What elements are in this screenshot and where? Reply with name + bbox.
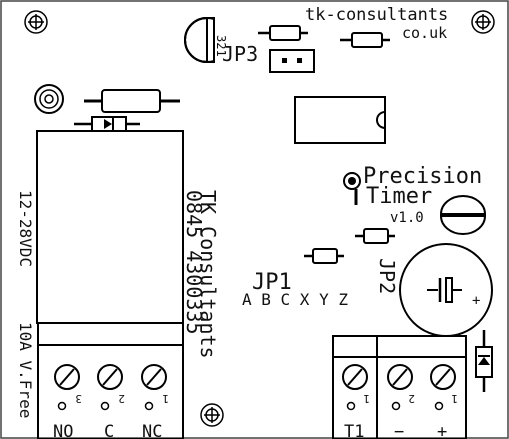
relay-terminal-block	[37, 322, 184, 439]
relay-pin-1: 1	[162, 392, 169, 405]
title-line-2: Timer	[366, 184, 432, 209]
resistor-middle-upper-icon	[355, 228, 395, 244]
terminal-label-minus: −	[394, 422, 404, 439]
company-phone-vertical: 0845 4300335	[182, 190, 206, 335]
power-pin-2: 2	[408, 392, 415, 405]
resistor-middle-lower-icon	[304, 248, 344, 264]
resistor-top-right-icon	[340, 32, 390, 48]
brand-line-1: tk-consultants	[305, 5, 448, 25]
jp3-header	[269, 49, 315, 73]
input-pin-1: 1	[363, 392, 370, 405]
terminal-label-plus: +	[437, 422, 447, 439]
led-icon	[34, 84, 64, 114]
jp3-device-icon	[184, 16, 215, 64]
terminal-screw-plus-icon	[430, 364, 456, 390]
resistor-large-icon	[84, 89, 180, 113]
title-line-1: Precision	[363, 164, 482, 189]
relay-pin-2: 2	[118, 392, 125, 405]
capacitor-polarity: +	[472, 293, 480, 309]
jp1-label: JP1	[252, 270, 292, 295]
terminal-screw-no-icon	[54, 364, 80, 390]
version-label: v1.0	[390, 210, 424, 226]
current-vertical: 10A V.Free	[16, 322, 35, 418]
jp3-label: JP3	[222, 42, 258, 66]
terminal-screw-minus-icon	[387, 364, 413, 390]
half-round-component-upper	[439, 195, 487, 215]
ic-chip-icon	[294, 96, 386, 144]
relay-pin-3: 3	[75, 392, 82, 405]
capacitor-icon	[399, 243, 493, 337]
test-point-icon	[343, 172, 361, 205]
brand-line-2: co.uk	[402, 24, 447, 42]
terminal-label-c: C	[104, 422, 114, 439]
terminal-label-nc: NC	[142, 422, 162, 439]
company-name-vertical: TK Consultants	[196, 190, 220, 359]
mounting-hole-bottom-icon	[200, 403, 224, 427]
terminal-screw-nc-icon	[141, 364, 167, 390]
power-pin-1: 1	[451, 392, 458, 405]
mounting-hole-top-right-icon	[471, 10, 495, 34]
jp2-label: JP2	[375, 258, 399, 294]
jp3-pin-2	[297, 58, 302, 63]
jp3-pin-numbers: 321	[214, 35, 228, 57]
jp1-options: A B C X Y Z	[242, 290, 348, 309]
terminal-screw-c-icon	[97, 364, 123, 390]
relay-body	[36, 130, 184, 324]
terminal-label-t1: T1	[344, 422, 364, 439]
mounting-hole-top-left-icon	[24, 10, 48, 34]
diode-right-icon	[475, 330, 493, 392]
half-round-component-flat	[441, 213, 485, 217]
voltage-vertical: 12-28VDC	[16, 190, 35, 267]
half-round-component-lower	[439, 215, 487, 235]
terminal-label-no: NO	[53, 422, 73, 439]
diode-top-icon	[74, 116, 140, 132]
terminal-screw-t1-icon	[342, 364, 368, 390]
jp3-pin-1	[282, 58, 287, 63]
resistor-top-middle-icon	[258, 25, 308, 41]
power-terminal-block	[376, 335, 467, 439]
